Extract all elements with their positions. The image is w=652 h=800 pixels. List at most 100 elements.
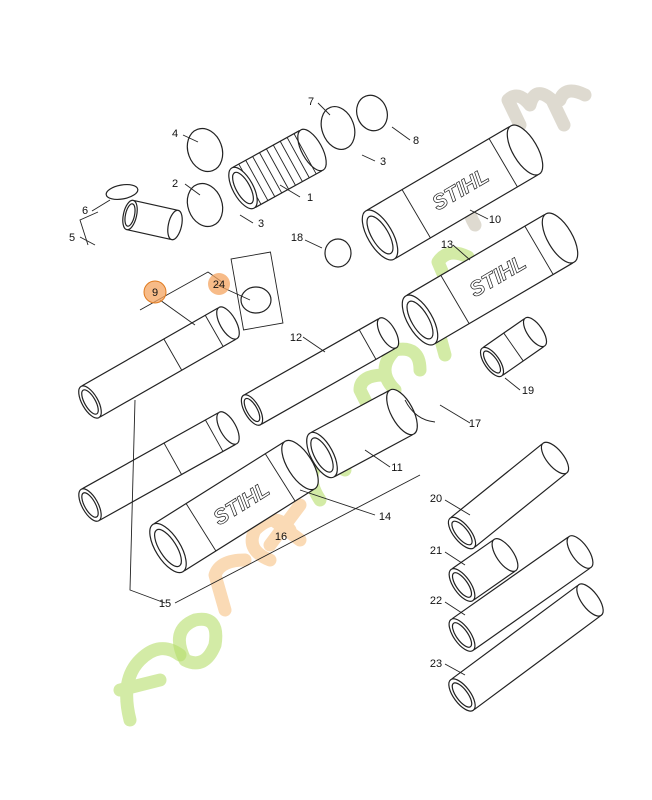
callout-label-7: 7 [308,96,314,108]
seal-part-17 [404,399,436,423]
ring-part-18 [324,238,352,268]
housing-part-13-band [440,275,470,324]
housing-part-16-band [264,453,296,502]
tube-part-12-band [358,329,377,360]
leader-line [174,474,421,604]
nozzle-part-20-opening [451,520,473,546]
clamp-part-4 [186,127,224,173]
highlight-marker [143,280,167,304]
callout-label-11: 11 [391,462,402,474]
nozzle-part-23-opening [451,682,473,708]
housing-part-10-opening [366,215,394,255]
callout-label-3: 3 [380,156,386,168]
leader-line [182,134,199,143]
callout-label-22: 22 [430,595,442,607]
callout-label-14: 14 [379,511,391,523]
leader-line [239,214,254,224]
nozzle-part-23-far-end [576,583,604,617]
callout-label-3: 3 [258,218,264,230]
elbow-part-5-far-end [167,209,183,241]
nozzle-part-19 [479,316,548,378]
bellows-part-1-band [293,133,317,175]
clamp-part-2 [186,182,224,228]
tube-part-9-band [163,338,183,371]
nozzle-part-19-band [503,332,524,362]
tube-part-9-opening [81,389,99,415]
ring-part-6 [105,183,139,201]
callout-label-12: 12 [290,332,302,344]
callout-label-17: 17 [469,418,481,430]
housing-part-16-band [185,503,217,552]
housing-part-13-opening [406,300,434,340]
housing-part-16-far-end [281,439,319,491]
tube-part-9 [78,306,240,419]
nozzle-part-23 [448,583,604,712]
nozzle-part-22-far-end [566,535,594,569]
cylinder-part-11 [306,388,418,479]
tube-part-15-lower-band [205,419,224,452]
housing-part-10-band [401,189,431,239]
callout-label-15: 15 [159,598,171,610]
elbow-part-5-opening [124,203,136,227]
callout-label-8: 8 [413,135,419,147]
callout-label-20: 20 [430,493,442,505]
callout-label-9: 9 [152,287,158,299]
bellows-part-1-band [259,152,283,194]
leader-line [444,663,466,676]
callout-label-5: 5 [69,232,75,244]
cylinder-part-11-far-end [386,388,418,436]
leader-line [317,102,331,116]
nozzle-part-20 [447,441,570,550]
leader-line [299,489,376,516]
leader-line [279,184,301,198]
nozzle-part-19-far-end [522,316,548,348]
bellows-part-1-opening [232,171,254,205]
leader-line [364,449,391,468]
callout-label-4: 4 [172,128,178,140]
watermark-stroke [501,84,592,132]
tube-part-12-far-end [376,317,400,349]
callout-label-21: 21 [430,545,442,557]
callout-label-23: 23 [430,658,442,670]
clamp-part-24 [240,286,272,314]
callout-label-2: 2 [172,178,178,190]
leader-line [91,199,111,212]
leader-line [444,499,471,516]
tube-part-15-lower [78,411,240,522]
housing-part-16: STIHL [149,439,319,574]
watermark-stroke [431,246,487,297]
callout-label-13: 13 [441,239,453,251]
bracket-part-5 [79,211,99,246]
tube-part-15-lower-band [163,442,182,475]
leader-line [79,236,96,246]
leader-line [439,404,471,424]
housing-part-16-opening [154,528,182,568]
leader-line [159,299,196,326]
highlight-marker [208,273,230,295]
nozzle-part-21-far-end [491,538,519,572]
ring-part-8 [356,94,388,132]
bellows-part-1-band [252,156,276,197]
watermark-stroke [172,612,223,670]
bellows-part-1 [228,128,327,210]
housing-part-13-band [524,225,554,275]
callout-label-19: 19 [522,385,534,397]
bellows-part-1-band [279,141,303,182]
tube-part-12-opening [243,397,261,423]
leader-line [452,244,471,261]
leader-line [361,154,376,162]
leader-line [304,239,323,249]
nozzle-part-21 [448,538,519,602]
callout-label-16: 16 [275,531,287,543]
bellows-part-1-band [245,160,269,201]
tube-part-9-far-end [216,306,240,340]
tube-part-12 [240,317,400,426]
nozzle-part-22 [448,535,594,652]
housing-part-13: STIHL [401,212,579,346]
bellows-part-1-far-end [297,128,327,172]
bellows-part-1-band [286,137,310,178]
leader-line [444,601,466,616]
leader-line [469,209,489,220]
